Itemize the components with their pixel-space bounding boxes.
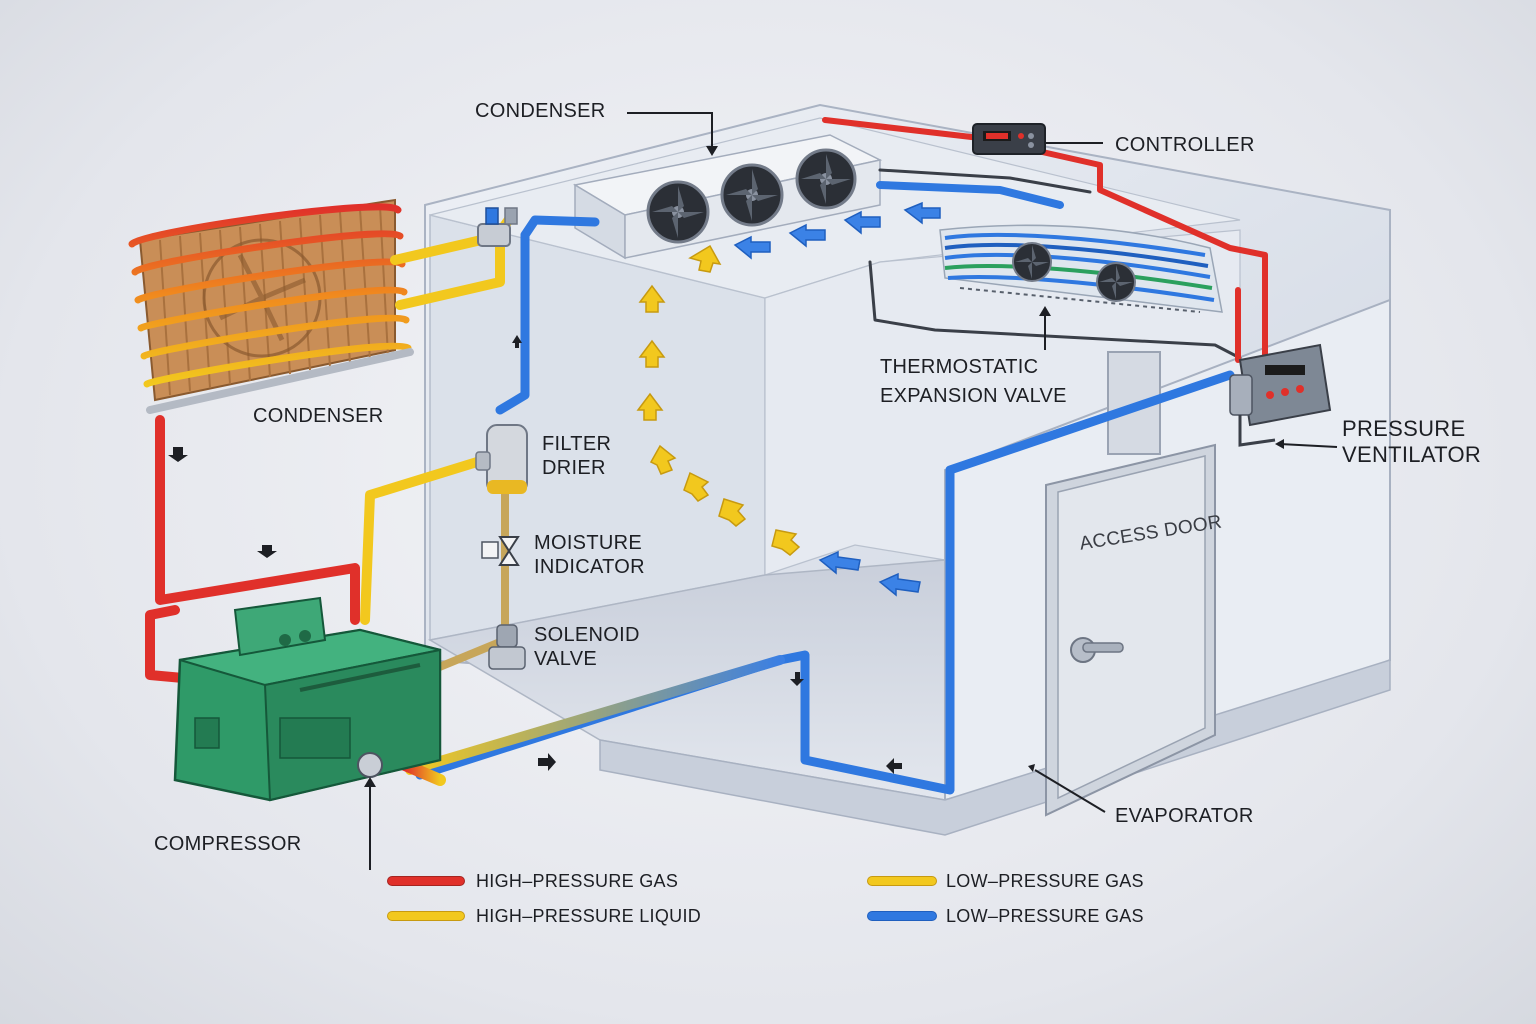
label-line: PRESSURE (1342, 416, 1466, 441)
airflow-arrow-up (718, 498, 747, 527)
arrow-icon (790, 672, 804, 686)
arrow-icon (257, 545, 277, 558)
label-line: VALVE (534, 648, 598, 670)
valve-top (477, 207, 518, 247)
label-controller: CONTROLLER (1115, 134, 1255, 156)
legend-label: HIGH–PRESSURE GAS (476, 871, 679, 891)
arrow-icon (538, 753, 556, 771)
ceiling-condenser-unit (572, 134, 883, 260)
legend-label: LOW–PRESSURE GAS (946, 871, 1144, 891)
label-pressure-ventilator: PRESSURE VENTILATOR (1342, 416, 1481, 468)
legend-swatch-high-pressure-liquid (388, 912, 464, 920)
airflow-arrow-up (638, 284, 666, 313)
legend-label: LOW–PRESSURE GAS (946, 906, 1144, 926)
label-line: DRIER (542, 457, 606, 479)
solenoid-valve (488, 624, 526, 670)
airflow-arrow-up (638, 339, 666, 368)
label-condenser-left: CONDENSER (253, 405, 384, 427)
door-panel (1057, 455, 1206, 800)
label-line: INDICATOR (534, 556, 645, 578)
door-handle-lever[interactable] (1082, 642, 1124, 653)
access-door[interactable] (1045, 443, 1216, 817)
arrow-icon (886, 758, 902, 774)
label-line: SOLENOID (534, 624, 640, 646)
airflow-arrow-up (688, 244, 722, 273)
label-compressor: COMPRESSOR (154, 833, 302, 855)
label-line: FILTER (542, 433, 612, 455)
moisture-indicator (481, 536, 520, 566)
airflow-arrow-down (733, 235, 771, 260)
airflow-arrow-down (843, 210, 881, 235)
fan-icon (1096, 262, 1136, 302)
evaporator-coil (939, 224, 1223, 313)
leader-line (627, 112, 713, 148)
compressor (173, 596, 442, 802)
leader-lines (369, 112, 1338, 870)
pressure-ventilator-box[interactable] (1229, 343, 1332, 447)
label-thermostatic-expansion-valve: THERMOSTATIC EXPANSION VALVE (880, 355, 1067, 408)
arrow-icon (512, 335, 522, 348)
airflow-arrow-up (683, 471, 710, 502)
airflow-arrow-up (771, 529, 801, 556)
fan-icon (646, 180, 710, 244)
airflow-arrow-up (649, 444, 677, 475)
legend-swatch-high-pressure-gas (388, 877, 464, 885)
airflow-arrow-left (818, 550, 861, 575)
label-solenoid-valve: SOLENOID VALVE (534, 623, 640, 671)
label-line: VENTILATOR (1342, 442, 1482, 467)
leader-arrowheads (364, 146, 1284, 787)
airflow-arrow-up (636, 392, 664, 421)
legend-swatch-low-pressure-gas-blue (868, 912, 936, 920)
label-line: MOISTURE (534, 532, 642, 554)
arrow-icon (168, 447, 188, 462)
airflow-arrow-left (903, 201, 941, 225)
pipe-to-evaporator (495, 230, 530, 415)
filter-drier (475, 424, 528, 494)
legend-swatch-low-pressure-gas-yellow (868, 877, 936, 885)
legend-label: HIGH–PRESSURE LIQUID (476, 906, 702, 926)
controller-box[interactable] (972, 123, 1046, 155)
room-wall-edge (599, 658, 1391, 836)
direction-markers (168, 335, 902, 774)
leader-line (1279, 443, 1338, 448)
label-line: EXPANSION VALVE (880, 385, 1067, 407)
pipe-discharge (155, 415, 360, 625)
label-evaporator: EVAPORATOR (1115, 805, 1254, 827)
label-condenser-top: CONDENSER (475, 100, 606, 122)
airflow-arrow-down (788, 223, 826, 248)
airflow-arrow-left (878, 572, 921, 597)
fan-icon (795, 148, 857, 210)
label-moisture-indicator: MOISTURE INDICATOR (534, 531, 645, 579)
fan-icon (720, 163, 784, 227)
left-condenser-coil (128, 198, 414, 414)
label-line: THERMOSTATIC (880, 356, 1039, 378)
fan-icon (1012, 242, 1052, 282)
label-filter-drier: FILTER DRIER (542, 432, 611, 480)
leader-line (1034, 769, 1106, 813)
airflow-arrows (636, 201, 941, 597)
